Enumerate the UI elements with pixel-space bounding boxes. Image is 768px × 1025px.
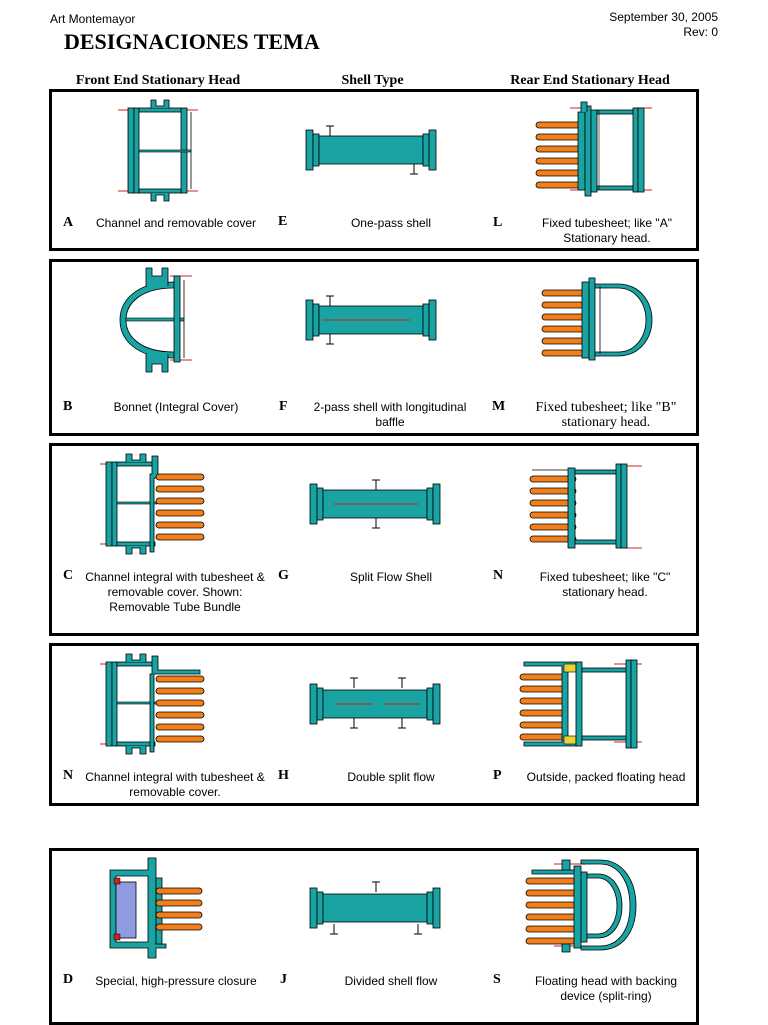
bonnet-icon xyxy=(119,267,192,373)
shell-letter-f: F xyxy=(279,399,288,414)
packed-floating-head-icon xyxy=(519,659,642,749)
shell-caption-e: One-pass shell xyxy=(350,216,432,230)
shell-caption-g: Split Flow Shell xyxy=(349,570,433,584)
front-caption-n: Channel integral with tubesheet & remova… xyxy=(85,770,265,799)
double-split-flow-icon xyxy=(309,677,441,729)
author-name: Art Montemayor xyxy=(50,12,136,26)
channel-integral-removable-bundle-icon xyxy=(100,453,205,555)
divided-shell-flow-icon xyxy=(309,881,441,935)
shell-letter-g: G xyxy=(278,568,289,583)
two-pass-shell-icon xyxy=(305,295,437,345)
row-4-box xyxy=(49,643,699,806)
row-1-box xyxy=(49,89,699,251)
date-text: September 30, 2005 xyxy=(609,10,718,24)
front-letter-a: A xyxy=(63,215,74,230)
front-caption-b: Bonnet (Integral Cover) xyxy=(113,400,239,414)
channel-removable-cover-icon xyxy=(118,99,198,202)
shell-caption-j: Divided shell flow xyxy=(344,974,438,988)
column-heading-front: Front End Stationary Head xyxy=(75,73,241,88)
shell-caption-f: 2-pass shell with longitudinal baffle xyxy=(313,400,467,429)
split-flow-shell-icon xyxy=(309,479,441,529)
front-letter-c: C xyxy=(63,568,74,583)
shell-caption-h: Double split flow xyxy=(347,770,435,784)
rear-caption-m: Fixed tubesheet; like "B" stationary hea… xyxy=(535,400,677,430)
rear-caption-s: Floating head with backing device (split… xyxy=(534,974,678,1003)
rear-caption-l: Fixed tubesheet; like "A" Stationary hea… xyxy=(542,216,672,245)
rear-caption-n: Fixed tubesheet; like "C" stationary hea… xyxy=(539,570,671,599)
channel-integral-cover-icon xyxy=(100,653,205,755)
fixed-tubesheet-a-icon xyxy=(535,101,652,197)
one-pass-shell-icon xyxy=(305,125,437,175)
fixed-tubesheet-b-icon xyxy=(541,277,653,361)
high-pressure-closure-icon xyxy=(109,857,203,959)
front-letter-b: B xyxy=(63,399,73,414)
document-date: September 30, 2005 Rev: 0 xyxy=(609,10,718,40)
row-3-box xyxy=(49,443,699,636)
column-heading-shell: Shell Type xyxy=(341,73,404,88)
shell-letter-e: E xyxy=(278,214,288,229)
page-title: DESIGNACIONES TEMA xyxy=(64,29,320,54)
front-caption-c: Channel integral with tubesheet & remova… xyxy=(85,570,265,614)
rear-letter-p: P xyxy=(493,768,502,783)
shell-letter-h: H xyxy=(278,768,289,783)
rear-letter-s: S xyxy=(493,972,501,987)
front-caption-d: Special, high-pressure closure xyxy=(95,974,257,988)
rear-letter-m: M xyxy=(492,399,506,414)
row-2-box xyxy=(49,259,699,436)
column-heading-rear: Rear End Stationary Head xyxy=(510,73,670,88)
rear-letter-l: L xyxy=(493,215,503,230)
shell-letter-j: J xyxy=(280,972,287,987)
rear-caption-p: Outside, packed floating head xyxy=(526,770,686,784)
front-letter-n: N xyxy=(63,768,74,783)
rear-letter-n: N xyxy=(493,568,504,583)
front-caption-a: Channel and removable cover xyxy=(95,216,257,230)
split-ring-floating-head-icon xyxy=(525,859,637,953)
fixed-tubesheet-c-icon xyxy=(529,463,642,549)
front-letter-d: D xyxy=(63,972,74,987)
revision-text: Rev: 0 xyxy=(683,25,718,39)
